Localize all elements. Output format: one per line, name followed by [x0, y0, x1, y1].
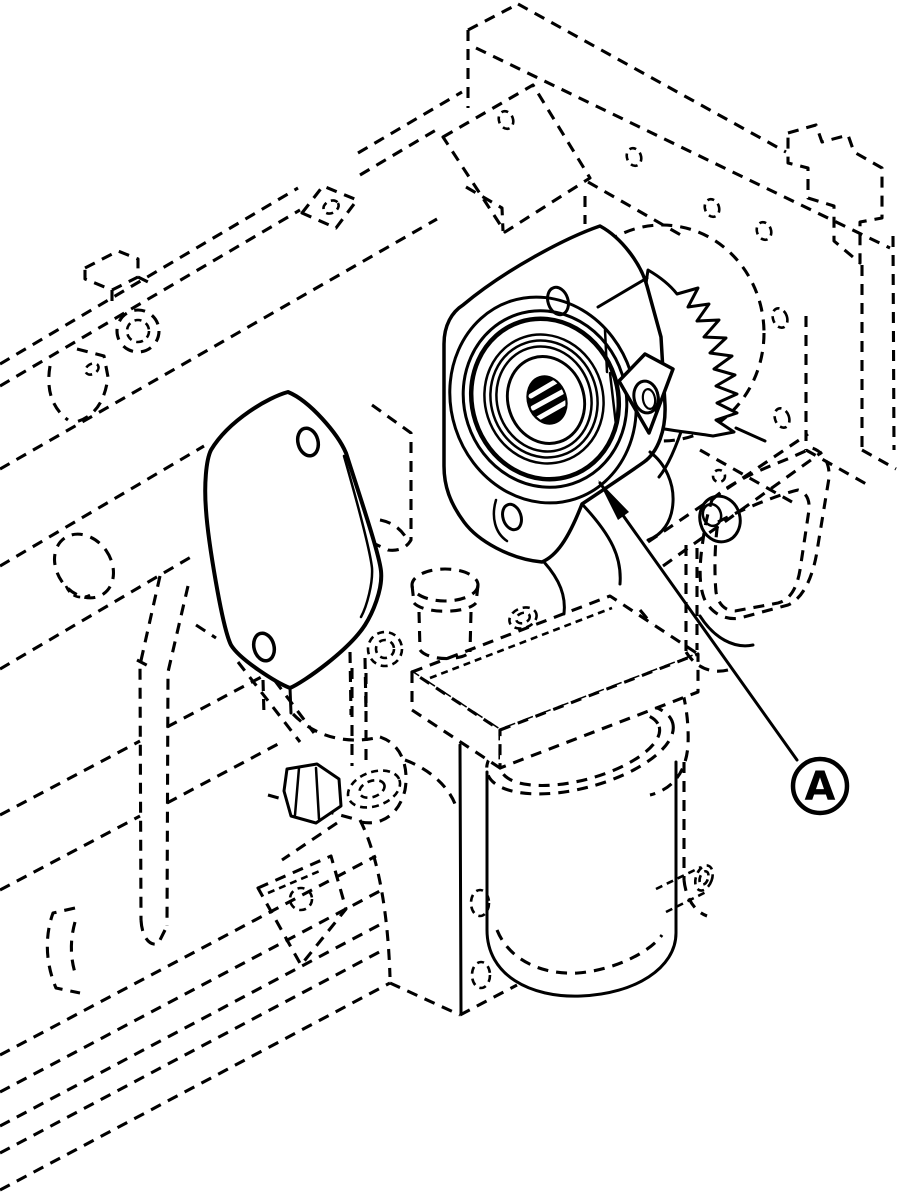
engine-block-hidden-outline [0, 2, 519, 671]
filler-cap [350, 567, 538, 766]
block-corner-edge [458, 743, 463, 1015]
arrowhead-icon [598, 480, 629, 520]
access-cover-plate [203, 390, 384, 690]
oil-filter [485, 753, 678, 998]
pump-body [542, 450, 675, 616]
flange-side-boss [617, 352, 675, 435]
callout-label: A [805, 764, 836, 810]
flange-bolt-hole-bottom [501, 502, 523, 532]
mounting-gusset [256, 854, 348, 967]
flange-bolt-hole-top [546, 285, 570, 317]
gear-case-hidden-outline [441, 2, 897, 504]
leader-line [598, 481, 799, 762]
cover-bolt-hole-bottom [251, 631, 277, 663]
support-bracket [458, 418, 831, 1015]
hex-plug [282, 762, 402, 825]
callout-a: A [598, 480, 850, 816]
casting-hidden-lines [261, 403, 459, 825]
filter-mount-slab [410, 594, 700, 770]
pump-flange [442, 224, 675, 564]
callout-balloon [790, 756, 850, 816]
cover-bolt-hole-top [295, 426, 321, 458]
block-bottom-hidden-outline [0, 575, 518, 1192]
splined-shaft [526, 375, 570, 425]
